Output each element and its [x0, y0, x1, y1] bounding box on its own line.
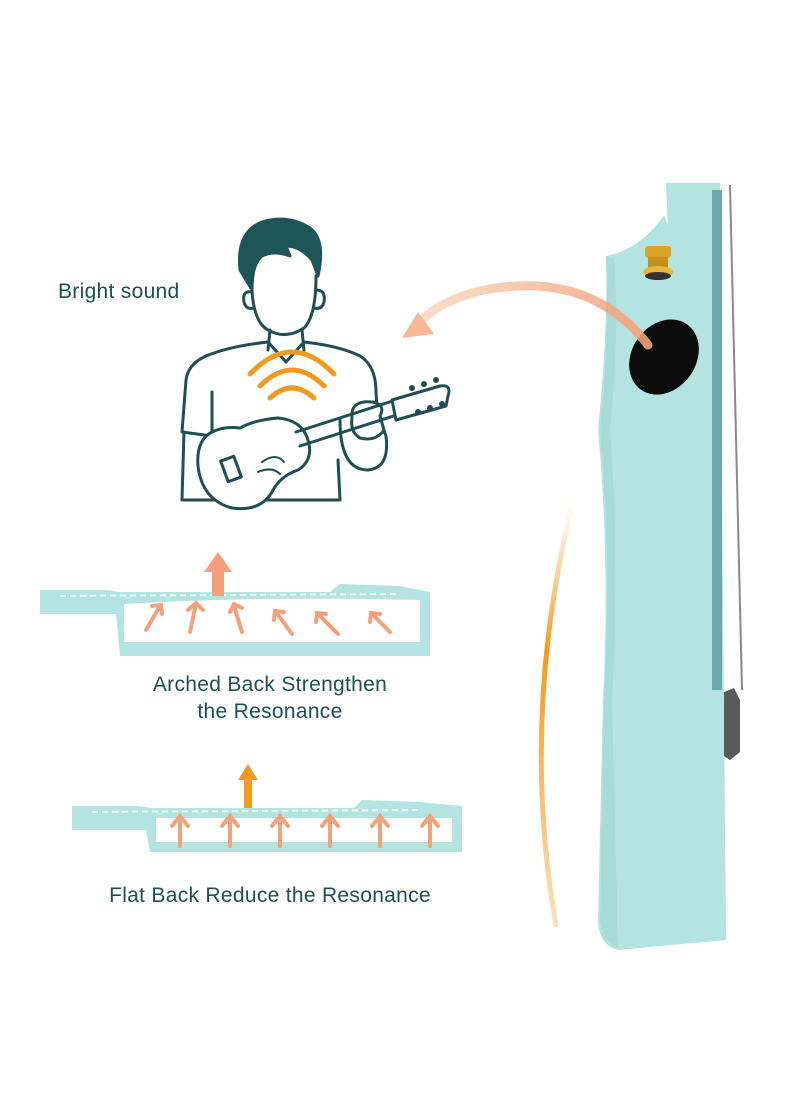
fretboard-edge	[712, 190, 722, 690]
arched-caption-line1: Arched Back Strengthen	[152, 673, 388, 696]
arched-caption-line2: the Resonance	[197, 700, 343, 723]
flat-back-diagram	[72, 764, 462, 852]
ukulele-front	[196, 416, 312, 511]
bright-sound-label: Bright sound	[58, 280, 180, 303]
arched-back-diagram	[40, 552, 430, 656]
up-arrow-icon	[204, 552, 232, 596]
arched-arrows-icon	[144, 600, 392, 636]
bridge	[724, 688, 740, 760]
sound-waves-icon	[247, 349, 337, 401]
ukulele-neck	[666, 183, 720, 270]
curved-arrow-icon	[402, 281, 653, 350]
arched-back-caption: Arched Back Strengthen the Resonance	[120, 671, 420, 725]
hair	[237, 217, 323, 292]
flat-back-caption: Flat Back Reduce the Resonance	[109, 884, 431, 907]
ukulele-body-side	[598, 215, 726, 950]
person-playing-ukulele-icon	[180, 217, 451, 511]
up-arrow-icon	[238, 764, 258, 808]
ukulele-side-view	[598, 183, 743, 950]
tuning-pegs-icon	[409, 377, 445, 415]
strap-button-icon	[643, 246, 673, 280]
resonance-line	[538, 502, 575, 928]
flat-arrows-icon	[170, 812, 440, 848]
